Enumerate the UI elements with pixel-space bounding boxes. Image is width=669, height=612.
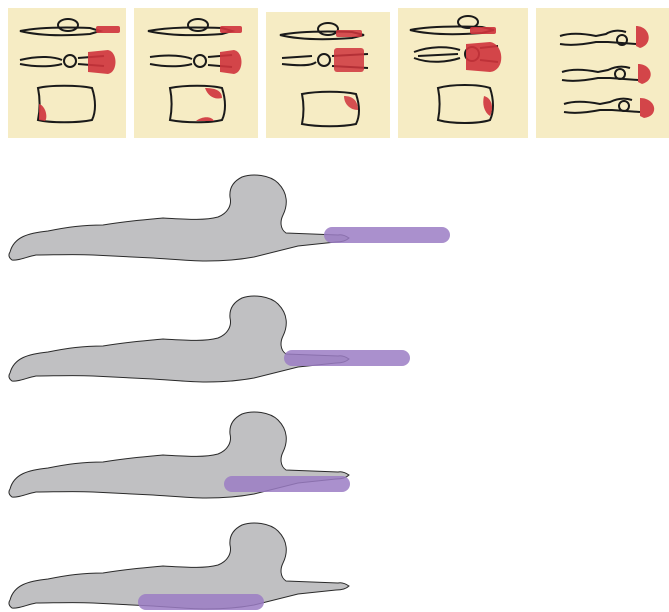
swimmer-figure-2 [9, 296, 410, 382]
sticky-note-2 [134, 8, 258, 138]
purple-bar-1 [324, 227, 450, 243]
sticky-notes-row [8, 8, 669, 138]
purple-bar-3 [224, 476, 350, 492]
sticky-note-1 [8, 8, 126, 138]
swimmer-figure-1 [9, 175, 450, 261]
sticky-note-5 [536, 8, 669, 138]
swimmer-figures [9, 175, 450, 610]
sticky-note-4 [398, 8, 528, 138]
sticky-note-3 [266, 12, 390, 138]
purple-bar-4 [138, 594, 264, 610]
swimmer-figure-4 [9, 523, 349, 610]
swimmer-figure-3 [9, 412, 350, 498]
purple-bar-2 [284, 350, 410, 366]
